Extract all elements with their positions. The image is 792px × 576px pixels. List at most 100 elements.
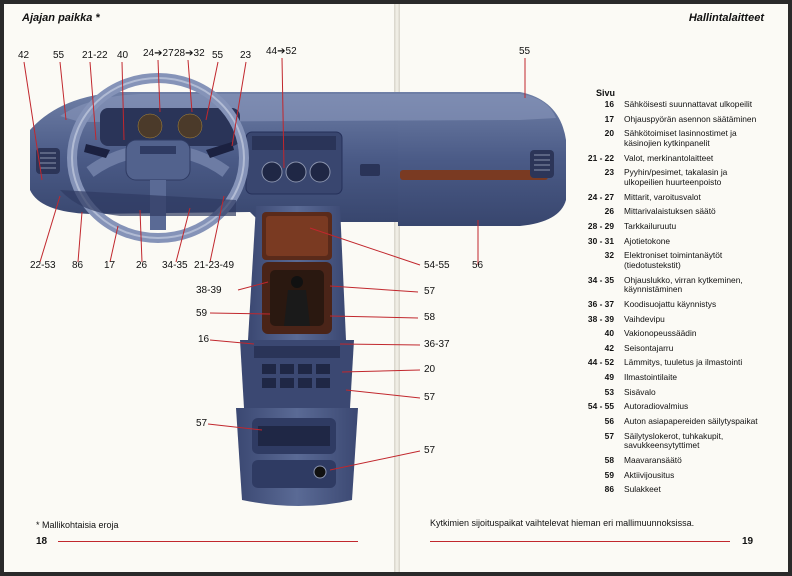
wood-trim bbox=[400, 170, 548, 180]
callout-label: 20 bbox=[424, 364, 436, 375]
index-text: Sulakkeet bbox=[624, 484, 661, 495]
left-page-header: Ajajan paikka * bbox=[22, 12, 100, 24]
index-page: 38 - 39 bbox=[587, 313, 614, 324]
index-page: 24 - 27 bbox=[587, 191, 614, 202]
callout-label: 34-35 bbox=[162, 260, 188, 271]
callout-label: 57 bbox=[424, 392, 436, 403]
callout-label: 28➔32 bbox=[174, 48, 205, 59]
index-text: Vaihdevipu bbox=[624, 313, 665, 324]
callout-label: 57 bbox=[424, 445, 436, 456]
callout-label: 17 bbox=[104, 260, 116, 271]
index-row: 20 Sähkötoimiset lasinnostimet ja käsinoj… bbox=[560, 128, 768, 148]
instrument-cluster bbox=[100, 108, 240, 146]
index-text: Lämmitys, tuuletus ja ilmastointi bbox=[624, 357, 743, 368]
right-side-vent bbox=[530, 150, 554, 178]
right-stalk bbox=[206, 142, 234, 158]
index-page: 86 bbox=[604, 484, 614, 495]
callout-label: 57 bbox=[424, 286, 436, 297]
index-page: 58 bbox=[604, 455, 614, 466]
left-stalk bbox=[84, 144, 110, 158]
callout-label: 21-22 bbox=[82, 50, 108, 61]
index-text: Ohjauspyörän asennon säätäminen bbox=[624, 113, 757, 124]
index-text: Sähkötoimiset lasinnostimet ja käsinojie… bbox=[624, 128, 737, 148]
index-page: 20 bbox=[604, 128, 614, 139]
index-page: 57 bbox=[604, 430, 614, 441]
callout-label: 56 bbox=[472, 260, 484, 271]
page-number-left: 18 bbox=[36, 536, 48, 547]
index-page: 54 - 55 bbox=[587, 401, 614, 412]
callout-label: 38-39 bbox=[196, 285, 222, 296]
index-row: 38 - 39 Vaihdevipu bbox=[560, 313, 768, 325]
index-text: Sähköisesti suunnattavat ulkopeilit bbox=[624, 99, 753, 109]
center-console bbox=[236, 206, 358, 506]
index-text: Pyyhin/pesimet, takalasin ja ulkopeilien… bbox=[624, 167, 728, 187]
steering-wheel bbox=[67, 73, 249, 243]
index-row: 16 Sähköisesti suunnattavat ulkopeilit bbox=[560, 99, 768, 110]
footer-rule-left bbox=[58, 541, 358, 542]
index-page: 44 - 52 bbox=[587, 357, 614, 368]
callout-label: 54-55 bbox=[424, 260, 450, 271]
callout-label: 36-37 bbox=[424, 339, 450, 350]
index-page: 40 bbox=[604, 328, 614, 339]
index-row: 28 - 29 Tarkkailuruutu bbox=[560, 220, 768, 232]
callout-label: 24➔27 bbox=[143, 48, 174, 59]
index-text: Säilytyslokerot, tuhkakupit, savukkeensy… bbox=[624, 430, 724, 451]
index-text: Aktiivijousitus bbox=[624, 469, 675, 480]
right-page-header: Hallintalaitteet bbox=[688, 12, 764, 24]
left-side-vent bbox=[36, 148, 60, 174]
index-row: 17 Ohjauspyörän asennon säätäminen bbox=[560, 113, 768, 125]
index-text: Maavaransäätö bbox=[624, 455, 682, 466]
index-text: Valot, merkinantolaitteet bbox=[624, 152, 714, 163]
index-text: Mittarit, varoitusvalot bbox=[624, 191, 701, 202]
index-page: 17 bbox=[604, 113, 614, 124]
glovebox-latch bbox=[360, 164, 380, 176]
index-page: 59 bbox=[604, 469, 614, 480]
callout-label: 59 bbox=[196, 308, 208, 319]
index-row: 86 Sulakkeet bbox=[560, 485, 768, 495]
callout-label: 58 bbox=[424, 312, 436, 323]
callout-label: 40 bbox=[117, 50, 129, 61]
callout-label: 55 bbox=[519, 46, 531, 57]
index-row: 59 Aktiivijousitus bbox=[560, 469, 768, 481]
index-column-header: Sivu bbox=[596, 88, 616, 98]
index-row: 44 - 52 Lämmitys, tuuletus ja ilmastointi bbox=[560, 358, 768, 368]
index-text: Ilmastointilaite bbox=[624, 372, 678, 383]
index-page: 56 bbox=[604, 416, 614, 427]
index-row: 26 Mittarivalaistuksen säätö bbox=[560, 207, 768, 217]
callout-label: 55 bbox=[53, 50, 65, 61]
index-page: 53 bbox=[604, 386, 614, 397]
page-number-right: 19 bbox=[742, 536, 754, 547]
index-page: 34 - 35 bbox=[587, 274, 614, 285]
index-page: 16 bbox=[604, 99, 614, 109]
callout-label: 55 bbox=[212, 50, 224, 61]
dashboard-right bbox=[398, 92, 566, 226]
index-page: 36 - 37 bbox=[587, 298, 614, 309]
index-text: Auton asiapapereiden säilytyspaikat bbox=[624, 416, 758, 427]
index-page: 42 bbox=[604, 342, 614, 353]
variation-note: Kytkimien sijoituspaikat vaihtelevat hie… bbox=[430, 518, 695, 528]
index-row: 24 - 27 Mittarit, varoitusvalot bbox=[560, 191, 768, 203]
index-text: Elektroniset toimintanäytöt (tiedotustek… bbox=[624, 250, 723, 270]
callout-label: 42 bbox=[18, 50, 30, 61]
index-page: 30 - 31 bbox=[587, 235, 614, 246]
index-text: Mittarivalaistuksen säätö bbox=[624, 206, 716, 217]
index-row: 58 Maavaransäätö bbox=[560, 455, 768, 466]
index-row: 56 Auton asiapapereiden säilytyspaikat bbox=[560, 416, 768, 427]
callout-label: 86 bbox=[72, 260, 84, 271]
callout-label: 26 bbox=[136, 260, 148, 271]
index-text: Tarkkailuruutu bbox=[624, 220, 677, 231]
index-page: 28 - 29 bbox=[587, 220, 614, 231]
controls-index: 16 Sähköisesti suunnattavat ulkopeilit 17… bbox=[560, 99, 768, 500]
lower-dash bbox=[60, 190, 236, 216]
index-page: 26 bbox=[604, 206, 614, 217]
callout-label: 44➔52 bbox=[266, 46, 297, 57]
